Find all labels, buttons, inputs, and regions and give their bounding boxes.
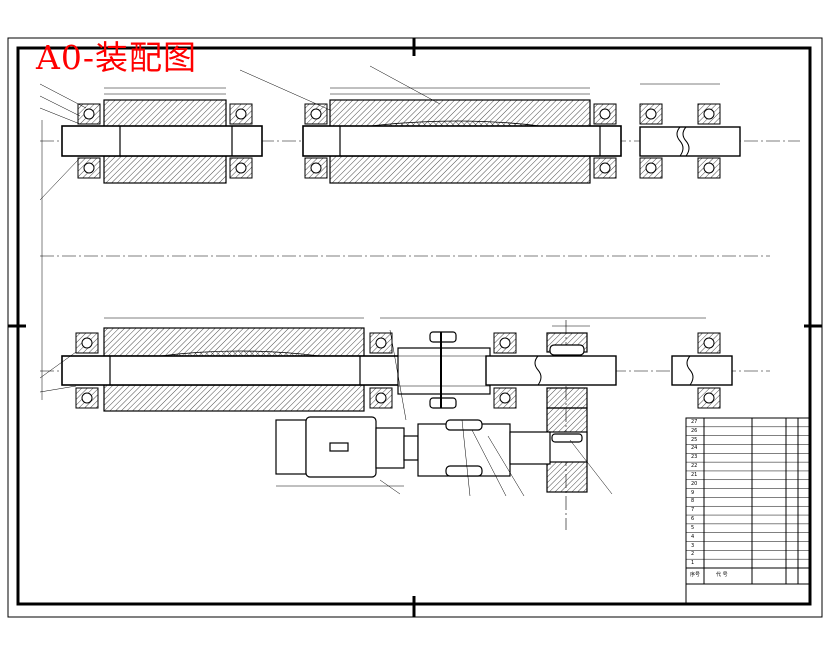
title-block-rows	[686, 426, 810, 560]
tb-row-index: 2	[691, 551, 695, 558]
drawing-title: A0-装配图	[36, 38, 197, 77]
bearing-upper-2	[304, 103, 617, 179]
coupling-lower	[397, 331, 491, 409]
bearing-upper-1	[77, 103, 253, 179]
motor-assembly	[275, 416, 551, 478]
tb-row-index: 1	[691, 560, 695, 567]
bearing-lower-2	[485, 332, 617, 409]
tb-row-index: 9	[691, 489, 695, 496]
tb-row-index: 25	[691, 436, 698, 443]
tb-row-index: 24	[691, 445, 698, 452]
tb-row-index: 8	[691, 498, 695, 505]
centering-marks	[8, 38, 822, 617]
bearing-lower-1	[75, 332, 393, 409]
tb-row-index: 23	[691, 454, 698, 461]
tb-row-index: 27	[691, 419, 698, 425]
dimension-lines	[41, 83, 720, 487]
tb-row-index: 6	[691, 516, 695, 523]
title-block	[685, 417, 811, 605]
roller-lower-left	[61, 327, 403, 412]
tb-row-index: 5	[691, 524, 695, 531]
roller-upper-middle	[302, 99, 622, 184]
roller-upper-left	[61, 99, 263, 184]
shaft-upper-right	[639, 103, 741, 179]
tb-row-index: 21	[691, 471, 698, 478]
tb-row-index: 4	[691, 533, 695, 540]
tb-header-index: 序号	[690, 572, 701, 578]
tb-row-index: 20	[691, 480, 698, 487]
tb-header-code: 代 号	[716, 572, 728, 578]
tb-row-index: 22	[691, 463, 698, 470]
bearing-lower-3	[671, 332, 733, 409]
leader-lines	[39, 65, 613, 497]
sprocket-lower	[546, 332, 588, 493]
tb-row-index: 26	[691, 427, 698, 434]
tb-row-index: 3	[691, 542, 695, 549]
tb-row-index: 7	[691, 507, 695, 514]
